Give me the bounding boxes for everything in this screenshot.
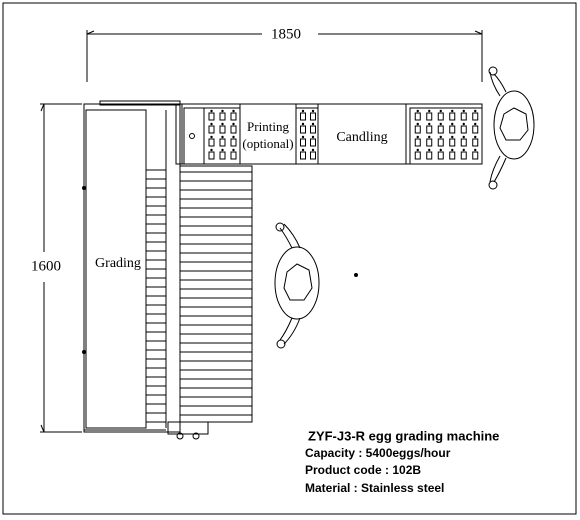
width-label: 1850 bbox=[271, 26, 301, 42]
egg-tray-middle bbox=[300, 109, 316, 160]
egg-tray-feeder bbox=[208, 109, 237, 160]
height-dimension bbox=[40, 103, 82, 433]
egg-tray-loading bbox=[414, 109, 479, 160]
capacity-text: Capacity : 5400eggs/hour bbox=[305, 446, 451, 460]
width-dimension bbox=[86, 30, 483, 82]
frame-border bbox=[2, 2, 577, 515]
grading-label: Grading bbox=[95, 256, 141, 271]
machine-title: ZYF-J3-R egg grading machine bbox=[308, 428, 499, 443]
material-text: Material : Stainless steel bbox=[305, 481, 444, 495]
grading-slats-right bbox=[180, 171, 252, 416]
operator-figure-right bbox=[488, 66, 535, 190]
grading-slats-left bbox=[146, 169, 166, 423]
operator-figure-center bbox=[274, 222, 358, 349]
candling-label: Candling bbox=[336, 130, 387, 145]
product-code-text: Product code : 102B bbox=[305, 463, 421, 477]
top-conveyor-line bbox=[179, 103, 483, 165]
printing-label: Printing bbox=[247, 119, 289, 134]
height-label: 1600 bbox=[31, 258, 61, 274]
printing-optional-label: (optional) bbox=[242, 136, 293, 151]
